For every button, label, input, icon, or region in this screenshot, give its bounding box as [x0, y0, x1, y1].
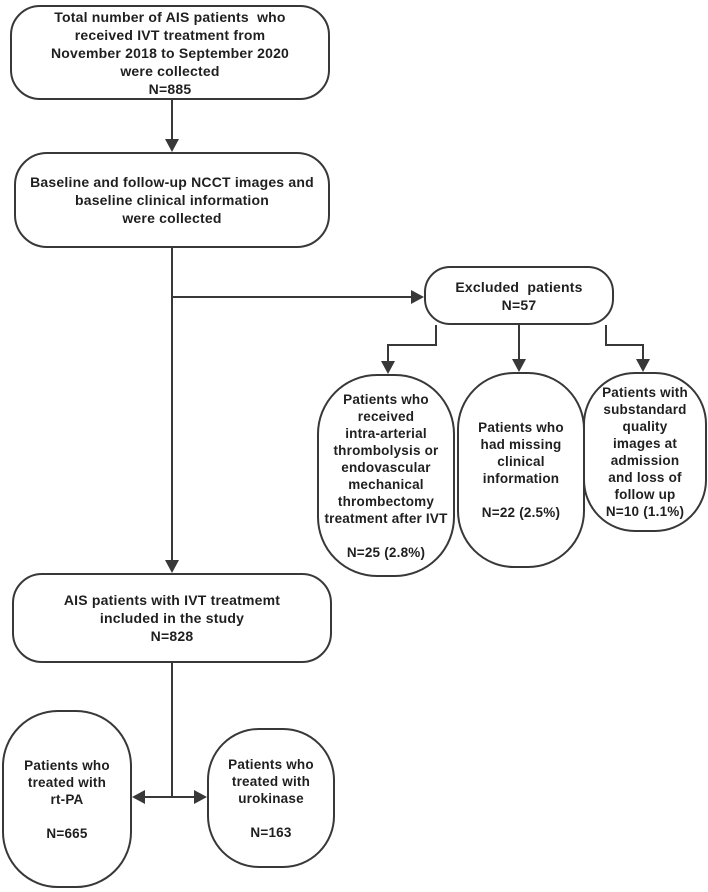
arrowhead-down-icon — [165, 139, 179, 152]
arrowhead-down-icon — [165, 560, 179, 573]
arrowhead-right-icon — [411, 290, 424, 304]
connector-total-to-baseline — [171, 100, 173, 140]
connector-excluded-right-drop2 — [642, 344, 644, 361]
node-excluded-missing-info: Patients who had missing clinical inform… — [457, 372, 585, 568]
connector-excluded-left-drop — [435, 325, 437, 346]
node-excluded-substandard-images: Patients with substandard quality images… — [583, 372, 707, 532]
arrowhead-down-icon — [381, 361, 395, 374]
connector-baseline-to-included — [171, 248, 173, 561]
node-included-in-study: AIS patients with IVT treatmemt included… — [12, 573, 332, 663]
node-baseline-collected: Baseline and follow-up NCCT images and b… — [14, 152, 330, 248]
connector-excluded-middle-drop — [518, 325, 520, 361]
connector-split-horizontal — [143, 796, 196, 798]
arrowhead-down-icon — [636, 359, 650, 372]
connector-included-to-split — [171, 663, 173, 798]
arrowhead-right-icon — [194, 790, 207, 804]
connector-branch-to-excluded — [172, 296, 412, 298]
connector-excluded-left-drop2 — [387, 344, 389, 362]
arrowhead-down-icon — [512, 359, 526, 372]
connector-excluded-right-drop — [605, 325, 607, 346]
node-total-collected: Total number of AIS patients who receive… — [10, 5, 330, 100]
connector-excluded-right-run — [605, 344, 644, 346]
arrowhead-left-icon — [132, 790, 145, 804]
node-urokinase-group: Patients who treated with urokinase N=16… — [207, 728, 335, 868]
node-excluded-patients: Excluded patients N=57 — [424, 266, 614, 325]
connector-excluded-left-run — [387, 344, 437, 346]
node-rtpa-group: Patients who treated with rt-PA N=665 — [2, 710, 132, 888]
node-excluded-thrombectomy: Patients who received intra-arterial thr… — [317, 374, 455, 577]
